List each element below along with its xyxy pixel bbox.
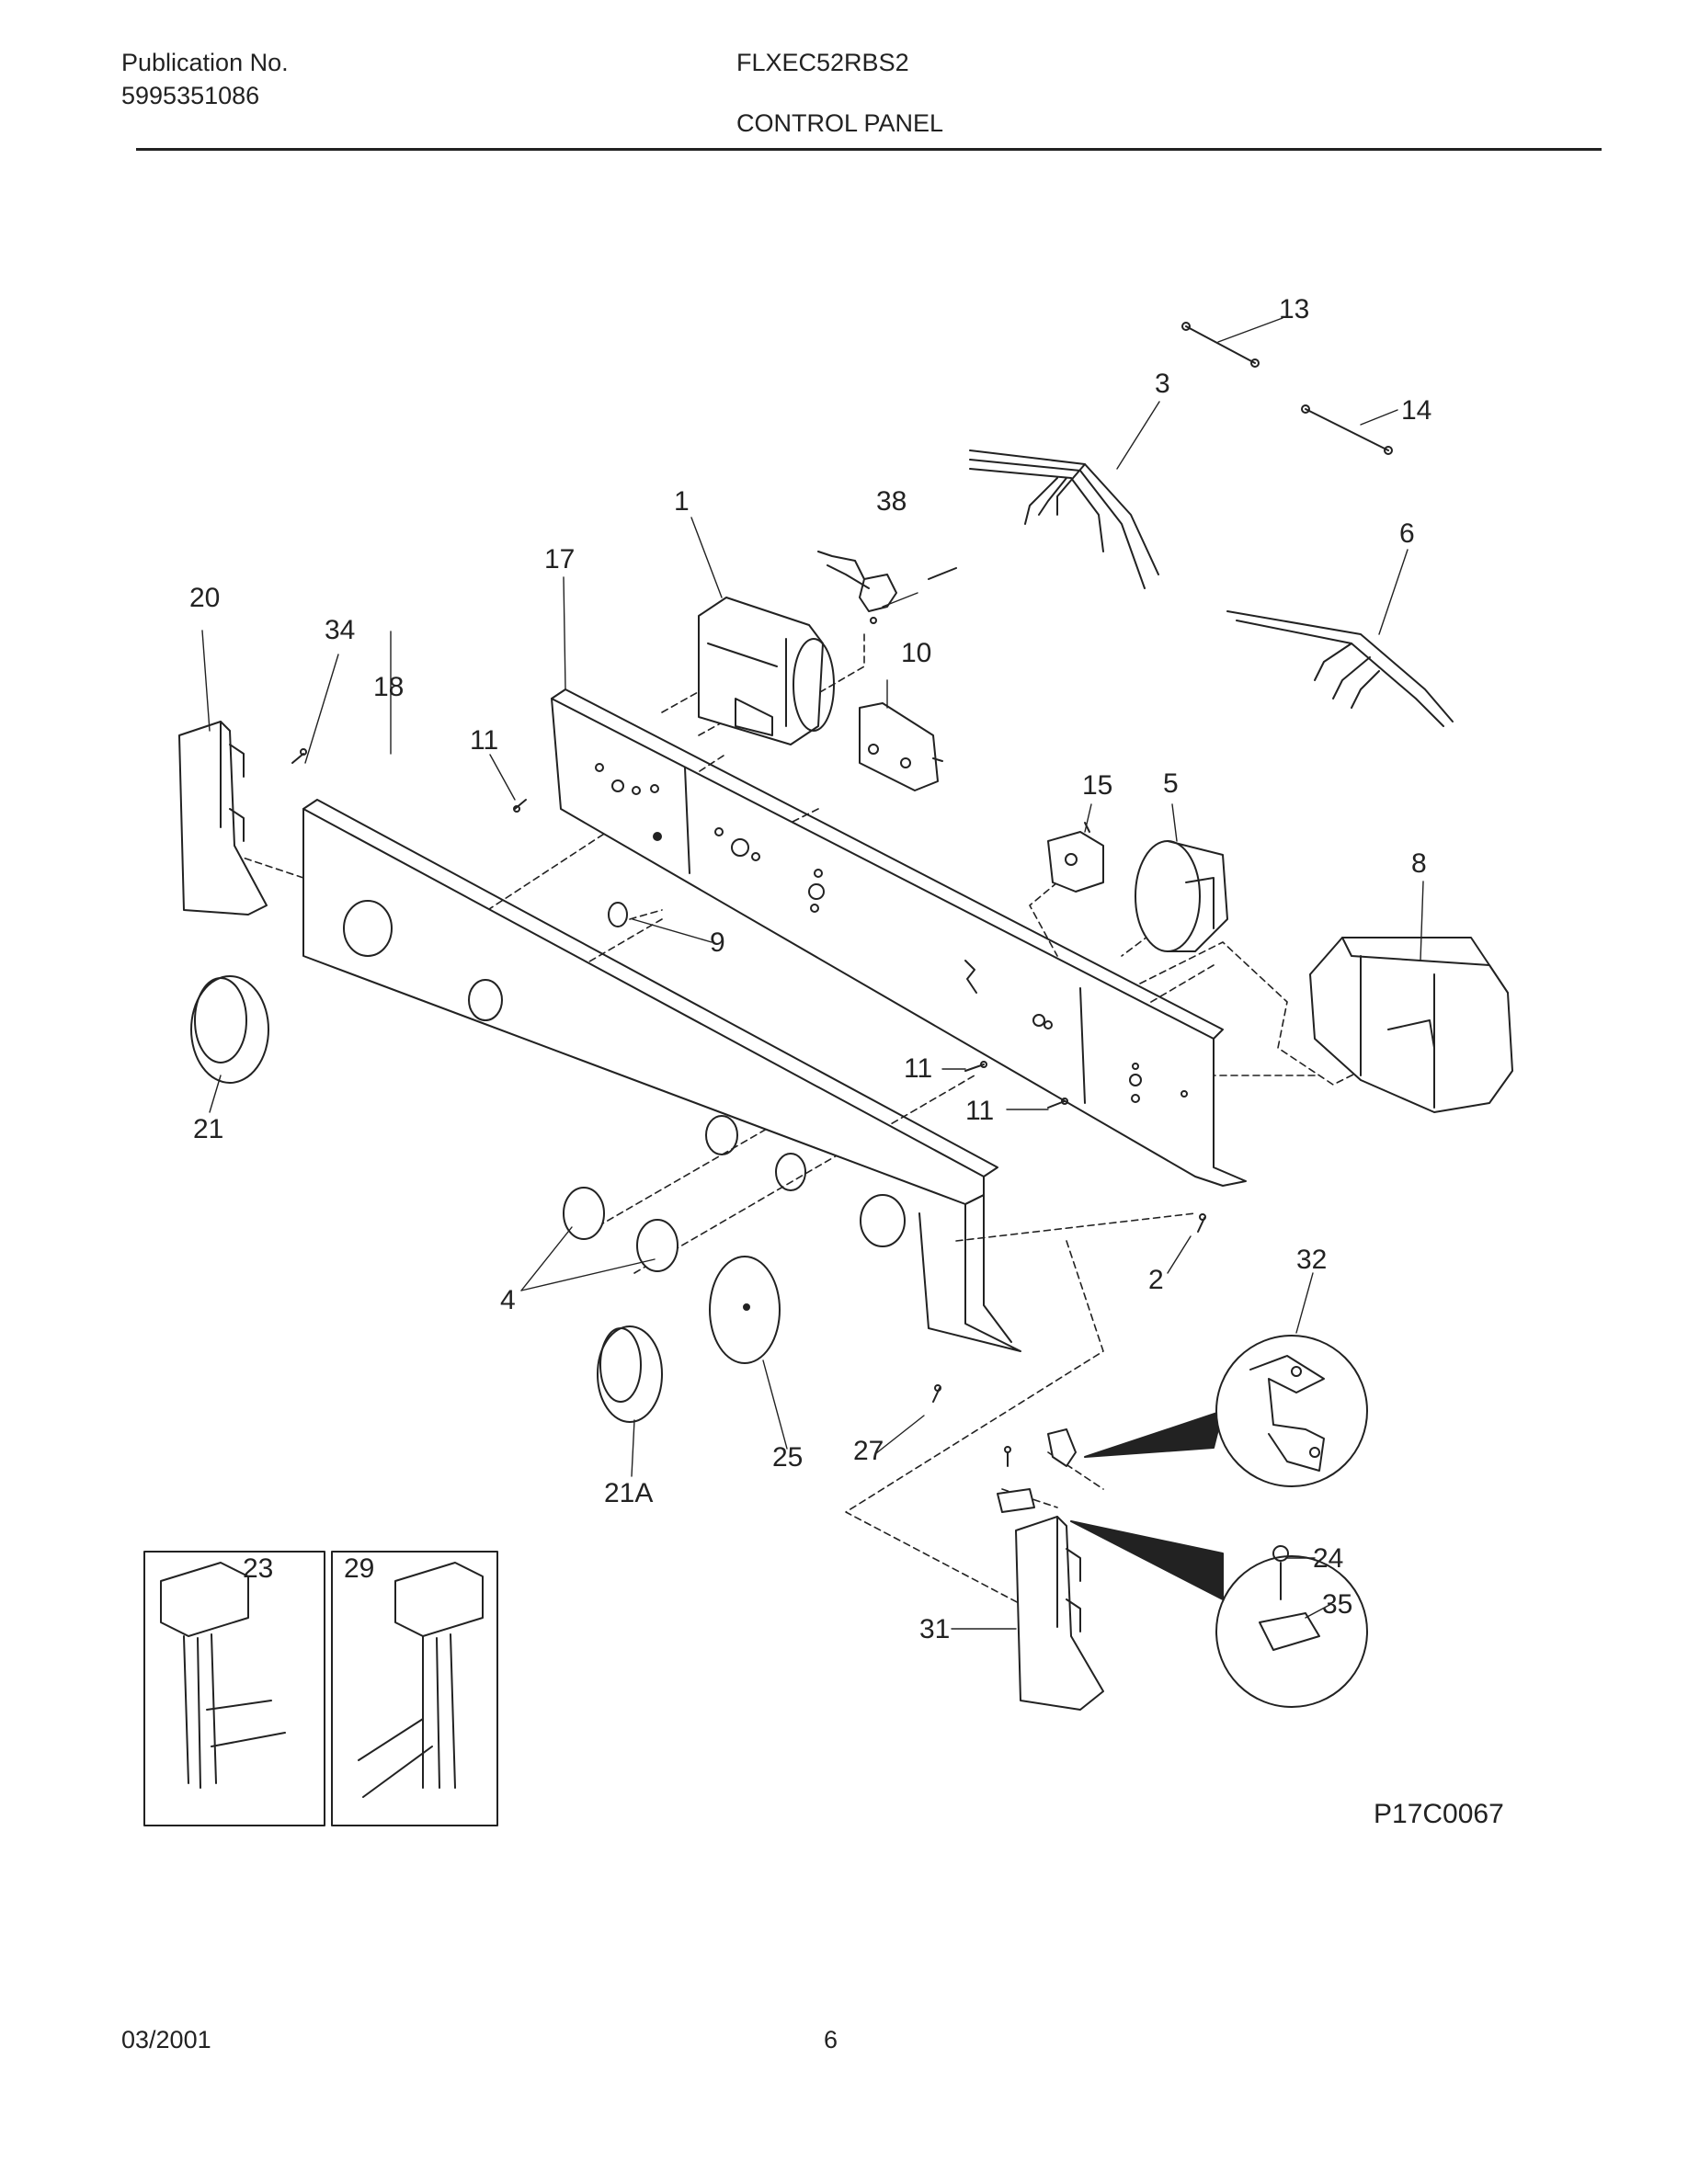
callout-label: 9 [710, 927, 725, 958]
end-cap-31 [1015, 1516, 1104, 1711]
callout-label: 5 [1163, 768, 1179, 799]
clip-35 [997, 1488, 1035, 1513]
section-title: CONTROL PANEL [736, 109, 944, 137]
knob-4-upper [563, 1187, 605, 1240]
callout-label: 14 [1401, 395, 1431, 426]
callout-label: 23 [243, 1553, 273, 1584]
inset-box-29 [331, 1551, 498, 1826]
inset-box-23 [143, 1551, 325, 1826]
detail-view-35 [1070, 1520, 1368, 1708]
publication-label: Publication No. [121, 49, 289, 76]
callout-label: 21 [193, 1114, 223, 1144]
drawing-code: P17C0067 [1374, 1799, 1504, 1829]
callout-label: 32 [1296, 1245, 1327, 1275]
wire-lead-14 [1301, 404, 1393, 455]
callout-label: 13 [1279, 294, 1309, 324]
callout-label: 6 [1399, 518, 1415, 549]
relay-10 [859, 702, 943, 791]
end-cap-20 [178, 721, 268, 916]
temperature-switch-5 [1135, 840, 1228, 952]
detail-view-32 [1084, 1335, 1368, 1487]
callout-label: 25 [772, 1442, 803, 1473]
callout-label: 3 [1155, 369, 1170, 399]
page-number: 6 [824, 2026, 838, 2053]
callout-label: 29 [344, 1553, 374, 1584]
callout-label: 15 [1082, 770, 1112, 801]
wire-lead-13 [1181, 322, 1260, 368]
callout-label: 31 [919, 1614, 950, 1644]
callout-label: 20 [189, 583, 220, 613]
callout-label: 24 [1313, 1543, 1343, 1574]
callout-label: 11 [904, 1053, 932, 1084]
publication-number: 5995351086 [121, 82, 260, 109]
callout-label: 35 [1322, 1589, 1352, 1620]
model-number: FLXEC52RBS2 [736, 49, 909, 76]
callout-label: 27 [853, 1436, 884, 1466]
callout-label: 18 [373, 672, 404, 702]
knob-21A [597, 1325, 663, 1423]
electronic-control-8 [1309, 937, 1513, 1113]
clip-32 [1047, 1428, 1077, 1467]
selector-switch-15 [1047, 822, 1104, 893]
callout-label: 11 [470, 725, 498, 756]
knob-21 [190, 975, 269, 1084]
switch-38 [817, 551, 957, 624]
callout-label: 8 [1411, 848, 1427, 879]
leader-lines [201, 317, 1424, 1630]
dial-25 [709, 1256, 781, 1364]
mounting-panel-17 [551, 688, 1247, 1187]
knob-4-lower [636, 1219, 679, 1272]
header-rule [136, 148, 1602, 151]
callout-label: 4 [500, 1285, 516, 1315]
wire-harness-3 [969, 449, 1159, 589]
timer-1 [698, 597, 835, 745]
footer-date: 03/2001 [121, 2026, 211, 2053]
console-panel-18 [302, 799, 1021, 1352]
callout-label: 38 [876, 486, 907, 517]
callout-label: 34 [325, 615, 355, 645]
callout-labels: 1 2 3 4 5 6 8 9 10 11 11 11 13 14 15 17 … [189, 294, 1431, 1644]
callout-label: 1 [674, 486, 690, 517]
callout-label: 11 [965, 1096, 994, 1126]
callout-label: 2 [1148, 1265, 1164, 1295]
callout-label: 21A [604, 1478, 653, 1508]
screws [291, 748, 1206, 1467]
bushing-9 [608, 902, 628, 927]
wire-harness-6 [1226, 610, 1454, 727]
callout-label: 10 [901, 638, 931, 668]
callout-label: 17 [544, 544, 575, 574]
